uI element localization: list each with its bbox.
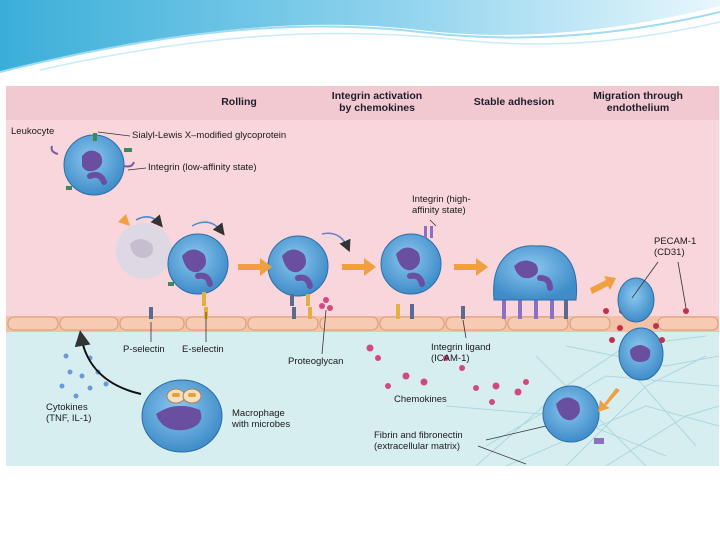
label-pecam: PECAM-1 (CD31) [654,236,714,258]
macrophage-cell [142,380,222,452]
label-macrophage: Macrophage with microbes [232,408,312,430]
endothelium-layer [6,316,719,332]
label-sialyl-lewis: Sialyl-Lewis X–modified glycoprotein [132,130,286,141]
label-chemokines: Chemokines [394,394,447,405]
label-leukocyte: Leukocyte [11,126,54,137]
stage-migration: Migration through endothelium [584,90,692,114]
stage-integrin-activation: Integrin activation by chemokines [317,90,437,114]
label-e-selectin: E-selectin [182,344,224,355]
stage-rolling: Rolling [211,96,267,108]
rolling-cell-ghost [116,223,172,279]
slide-header-swoosh [0,0,720,80]
stage-stable-adhesion: Stable adhesion [464,96,564,108]
label-integrin-ligand: Integrin ligand (ICAM-1) [431,342,517,364]
label-proteoglycan: Proteoglycan [288,356,343,367]
label-integrin-high: Integrin (high- affinity state) [412,194,508,216]
label-cytokines: Cytokines (TNF, IL-1) [46,402,116,424]
label-p-selectin: P-selectin [123,344,165,355]
label-integrin-low: Integrin (low-affinity state) [148,162,257,173]
label-fibrin: Fibrin and fibronectin (extracellular ma… [374,430,484,452]
leukocyte-extravasation-diagram: Rolling Integrin activation by chemokine… [6,86,719,466]
